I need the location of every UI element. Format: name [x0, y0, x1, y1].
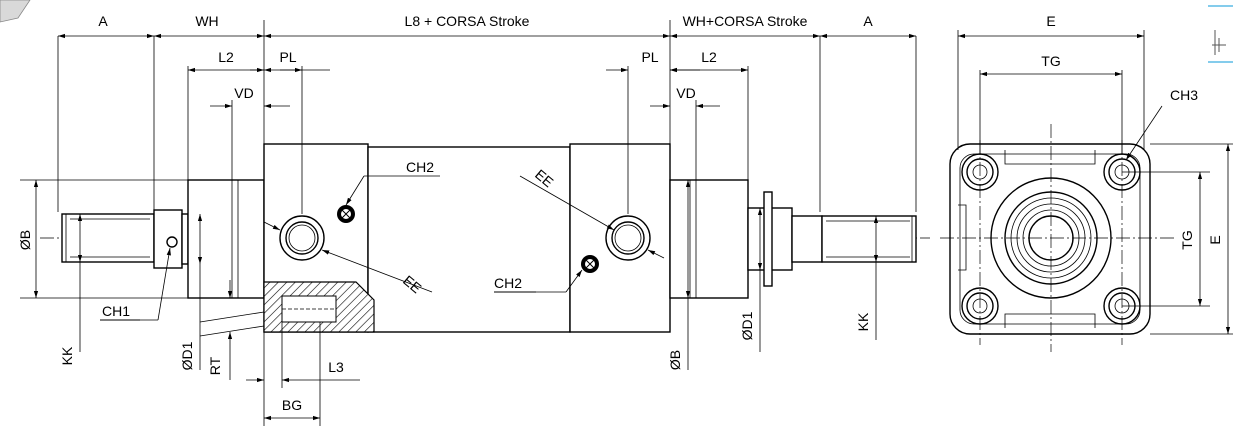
label-pl-left: PL	[279, 49, 296, 65]
label-l8-stroke: L8 + CORSA Stroke	[405, 13, 530, 29]
left-bearing	[181, 213, 189, 265]
ch2-plug-bottom	[581, 255, 599, 273]
corner-icon-right	[1208, 5, 1233, 63]
label-kk-left: KK	[59, 346, 75, 365]
label-diam-d1-right: ØD1	[739, 311, 755, 340]
cylinder-side-view	[40, 143, 930, 333]
label-a-right: A	[863, 13, 873, 29]
left-end-cap	[187, 179, 265, 299]
label-ch2-top: CH2	[406, 159, 434, 175]
label-diam-b-bottom: ØB	[667, 350, 683, 370]
front-plate	[949, 143, 1151, 335]
label-a-left: A	[98, 13, 108, 29]
label-ch2-bottom: CH2	[494, 275, 522, 291]
label-wh-stroke: WH+CORSA Stroke	[683, 13, 808, 29]
label-bg: BG	[282, 397, 302, 413]
right-rod-hex	[791, 215, 823, 263]
label-l2-left: L2	[218, 49, 234, 65]
dimension-lines	[20, 20, 1233, 426]
label-tg-top: TG	[1041, 53, 1060, 69]
label-diam-b-left: ØB	[17, 230, 33, 250]
label-ch1: CH1	[102, 303, 130, 319]
barrel	[367, 146, 571, 333]
corner-fragment-left	[0, 0, 31, 23]
label-pl-right: PL	[641, 49, 658, 65]
label-rt: RT	[207, 356, 223, 375]
label-wh: WH	[195, 13, 218, 29]
label-vd-right: VD	[676, 85, 695, 101]
ch2-plug-top	[337, 205, 355, 223]
right-port	[605, 215, 651, 261]
left-rod-thread	[61, 213, 155, 263]
label-diam-d1-left: ØD1	[179, 341, 195, 370]
right-end-cap	[669, 179, 749, 299]
label-l3: L3	[328, 359, 344, 375]
label-tg-side: TG	[1179, 230, 1195, 249]
label-e-top: E	[1046, 13, 1055, 29]
right-head	[569, 143, 671, 333]
cylinder-front-view	[940, 124, 1175, 352]
left-port	[279, 215, 325, 261]
right-rod-thread	[821, 215, 917, 263]
label-e-side: E	[1207, 235, 1223, 244]
label-vd-left: VD	[234, 85, 253, 101]
label-ch3: CH3	[1170, 87, 1198, 103]
label-l2-right: L2	[701, 49, 717, 65]
right-flange	[763, 191, 773, 287]
label-kk-right: KK	[855, 312, 871, 331]
